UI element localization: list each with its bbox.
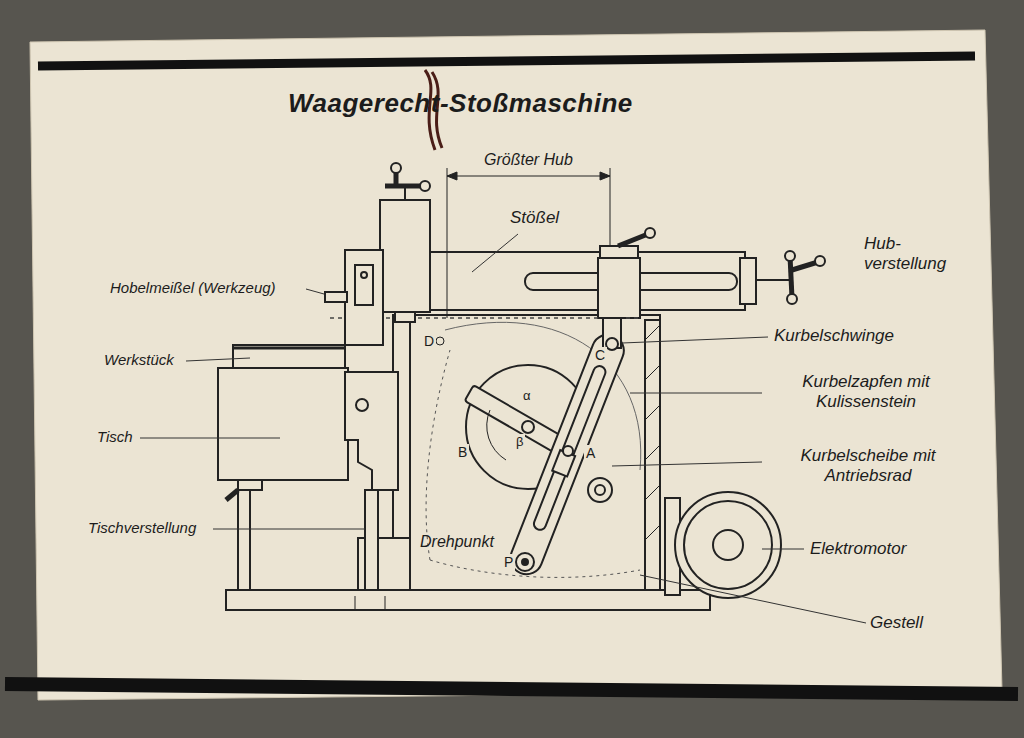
point-letter: A xyxy=(584,445,597,462)
point-letter: C xyxy=(593,347,607,364)
part-label: Kurbelscheibe mit Antriebsrad xyxy=(768,446,968,487)
paper-sheet xyxy=(30,30,1002,700)
part-label: Hobelmeißel (Werkzeug) xyxy=(110,279,276,297)
part-label: Kurbelzapfen mit Kulissenstein xyxy=(766,372,966,413)
part-label: Elektromotor xyxy=(810,539,906,559)
machine-drawing xyxy=(218,163,825,610)
part-label: Gestell xyxy=(870,613,923,633)
part-label: Hub- verstellung xyxy=(864,234,976,275)
part-label: Tischverstellung xyxy=(88,519,196,537)
part-label: Tisch xyxy=(97,428,133,446)
chart-title: Waagerecht-Stoßmaschine xyxy=(288,88,633,119)
angle-letter: α xyxy=(521,388,533,404)
part-label: Werkstück xyxy=(104,351,174,369)
part-label: Kurbelschwinge xyxy=(774,326,894,346)
bottom-rod xyxy=(5,684,1018,694)
part-label: Stößel xyxy=(510,208,559,228)
top-rod xyxy=(38,56,975,66)
part-label: Drehpunkt xyxy=(420,532,494,551)
point-letter: D xyxy=(422,333,436,350)
point-letter: P xyxy=(502,554,515,571)
dimension-label: Größter Hub xyxy=(484,150,573,169)
point-letter: B xyxy=(456,444,469,461)
angle-letter: β xyxy=(514,434,525,450)
